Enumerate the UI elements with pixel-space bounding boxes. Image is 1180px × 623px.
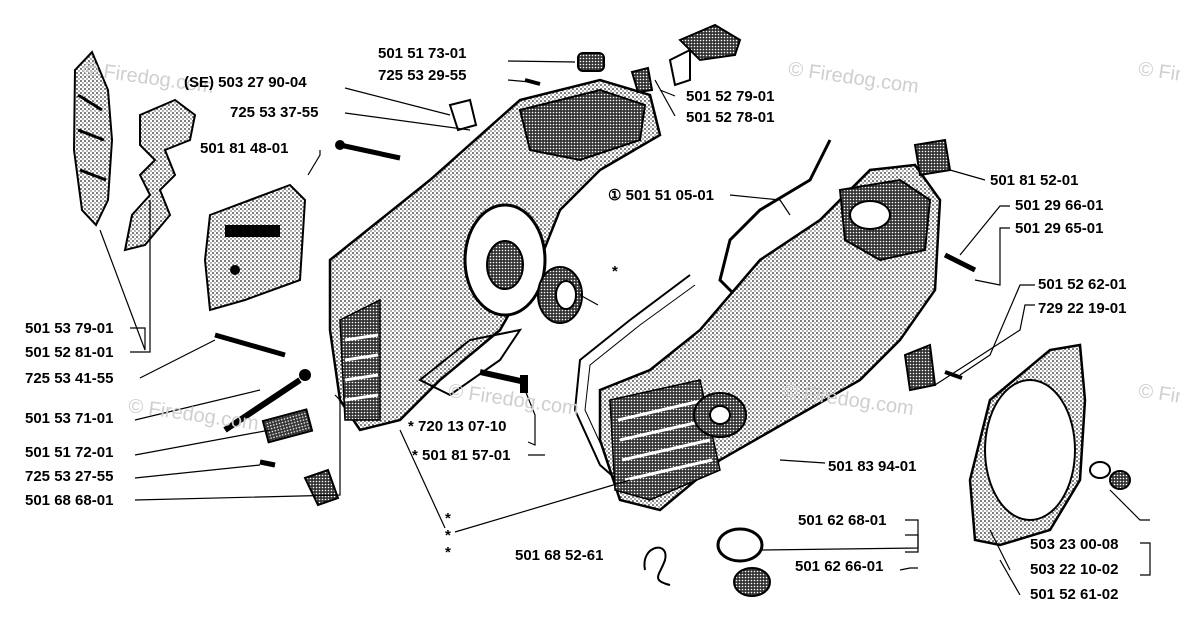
asterisk-marker: *	[445, 510, 451, 527]
part-label: 501 62 68-01	[798, 512, 887, 529]
part-label: 501 68 68-01	[25, 492, 114, 509]
bearing-part	[537, 266, 583, 324]
starter-cover-part	[968, 343, 1131, 547]
part-label: 725 53 29-55	[378, 67, 467, 84]
part-label: 501 51 72-01	[25, 444, 114, 461]
part-label: ① 501 51 05-01	[608, 187, 715, 204]
part-label: * 720 13 07-10	[408, 418, 507, 435]
part-label: 501 51 73-01	[378, 45, 467, 62]
part-label: 729 22 19-01	[1038, 300, 1127, 317]
part-label: 501 53 79-01	[25, 320, 114, 337]
screw-part	[335, 78, 541, 161]
side-plate-part	[203, 183, 307, 312]
part-label: 725 53 27-55	[25, 468, 114, 485]
part-label: 501 52 61-02	[1030, 586, 1119, 603]
asterisk-marker: *	[445, 527, 451, 544]
part-label: 501 81 52-01	[990, 172, 1079, 189]
part-label: 501 52 62-01	[1038, 276, 1127, 293]
part-label: 725 53 41-55	[25, 370, 114, 387]
chain-guard-part	[72, 50, 114, 227]
part-label: 725 53 37-55	[230, 104, 319, 121]
plug-part	[577, 52, 605, 72]
part-label: 501 53 71-01	[25, 410, 114, 427]
part-label: 501 29 66-01	[1015, 197, 1104, 214]
crankcase-right-part	[598, 163, 942, 512]
part-label: 503 22 10-02	[1030, 561, 1119, 578]
crankcase-left-part	[328, 78, 662, 432]
asterisk-marker: *	[612, 263, 618, 280]
gasket-part	[573, 274, 696, 501]
part-label: 501 81 48-01	[200, 140, 289, 157]
filter-part	[903, 138, 977, 392]
part-label: 501 52 81-01	[25, 344, 114, 361]
bolts-part	[214, 332, 528, 507]
part-label: * 501 81 57-01	[412, 447, 511, 464]
asterisk-marker: *	[445, 544, 451, 561]
switch-part	[630, 23, 742, 94]
chain-guard-plate-part	[123, 98, 197, 252]
part-label: 501 83 94-01	[828, 458, 917, 475]
part-label: 501 62 66-01	[795, 558, 884, 575]
seal-ring-part	[643, 527, 771, 597]
part-label: 503 23 00-08	[1030, 536, 1119, 553]
cable-part	[718, 139, 832, 302]
part-label: 501 29 65-01	[1015, 220, 1104, 237]
grommet-part	[448, 98, 478, 132]
part-label: 501 52 79-01	[686, 88, 775, 105]
part-label: 501 68 52-61	[515, 547, 604, 564]
part-label: (SE) 503 27 90-04	[184, 74, 307, 91]
leader-lines	[99, 60, 1151, 596]
part-label: 501 52 78-01	[686, 109, 775, 126]
